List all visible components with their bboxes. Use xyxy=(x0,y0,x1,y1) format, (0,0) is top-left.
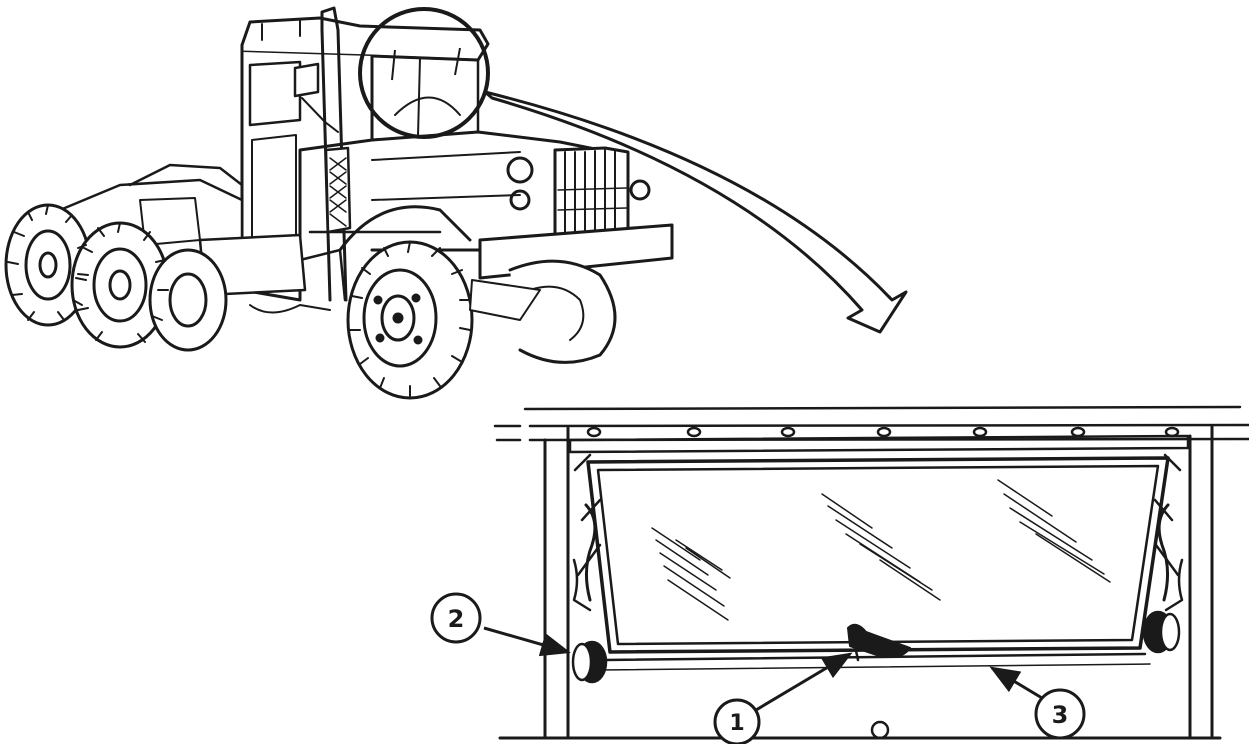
leader-arrow-icon xyxy=(483,626,571,657)
callout-3-label: 3 xyxy=(1052,701,1069,729)
callout-2-label: 2 xyxy=(448,605,465,633)
truck-illustration xyxy=(4,6,674,400)
callout-3: 3 xyxy=(1034,688,1086,740)
callout-2: 2 xyxy=(430,592,482,644)
leader-arrows xyxy=(483,626,1043,712)
leader-arrow-icon xyxy=(989,666,1043,700)
curved-arrow-icon xyxy=(483,90,908,334)
leader-arrow-icon xyxy=(755,652,853,712)
magnify-circle-icon xyxy=(358,7,490,139)
windshield-detail-illustration xyxy=(493,405,1249,740)
callout-1-label: 1 xyxy=(729,711,744,736)
callout-1: 1 xyxy=(713,698,761,746)
